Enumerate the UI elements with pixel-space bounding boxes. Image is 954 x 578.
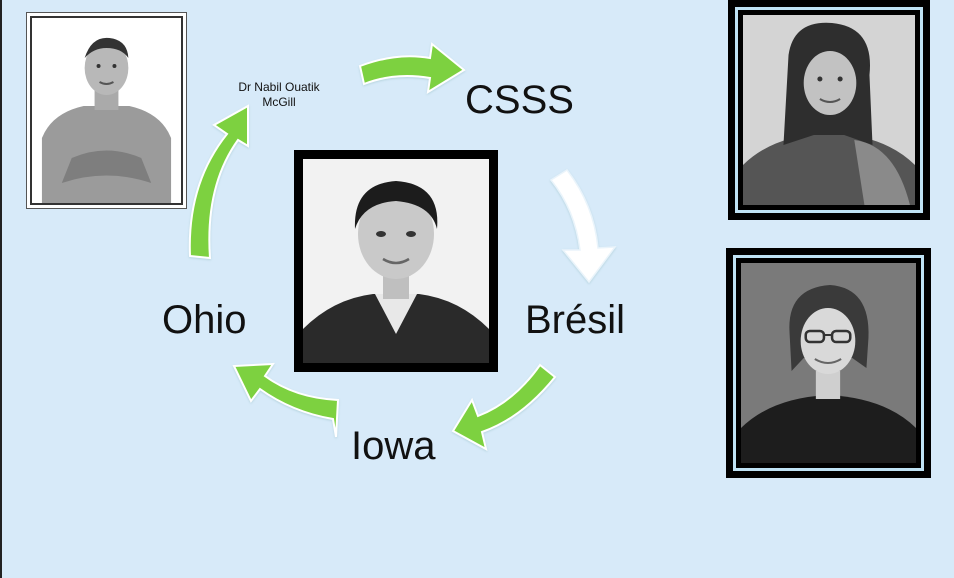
woman-portrait-image-2 [741, 263, 916, 463]
photo-top-right-woman [728, 0, 930, 220]
center-portrait-image [303, 159, 489, 363]
arrow-left-green [188, 104, 249, 260]
woman-portrait-image-1 [743, 15, 915, 205]
node-label-csss: CSSS [465, 78, 574, 122]
arrow-top-green [358, 42, 466, 94]
arrow-bottom-right-green [451, 363, 557, 451]
arrow-bottom-left-green [232, 362, 340, 438]
node-label-iowa: Iowa [351, 424, 436, 468]
node-label-bresil: Brésil [525, 298, 626, 342]
photo-bottom-right-woman [726, 248, 931, 478]
top-small-label-line1: Dr Nabil Ouatik [238, 80, 320, 94]
arrow-right-white [549, 169, 617, 284]
top-small-label: Dr Nabil Ouatik McGill [214, 80, 344, 110]
photo-center-man [294, 150, 498, 372]
photo-top-left-man [26, 12, 187, 209]
top-small-label-line2: McGill [262, 95, 296, 109]
man-portrait-image [32, 18, 181, 203]
node-label-ohio: Ohio [162, 298, 247, 342]
